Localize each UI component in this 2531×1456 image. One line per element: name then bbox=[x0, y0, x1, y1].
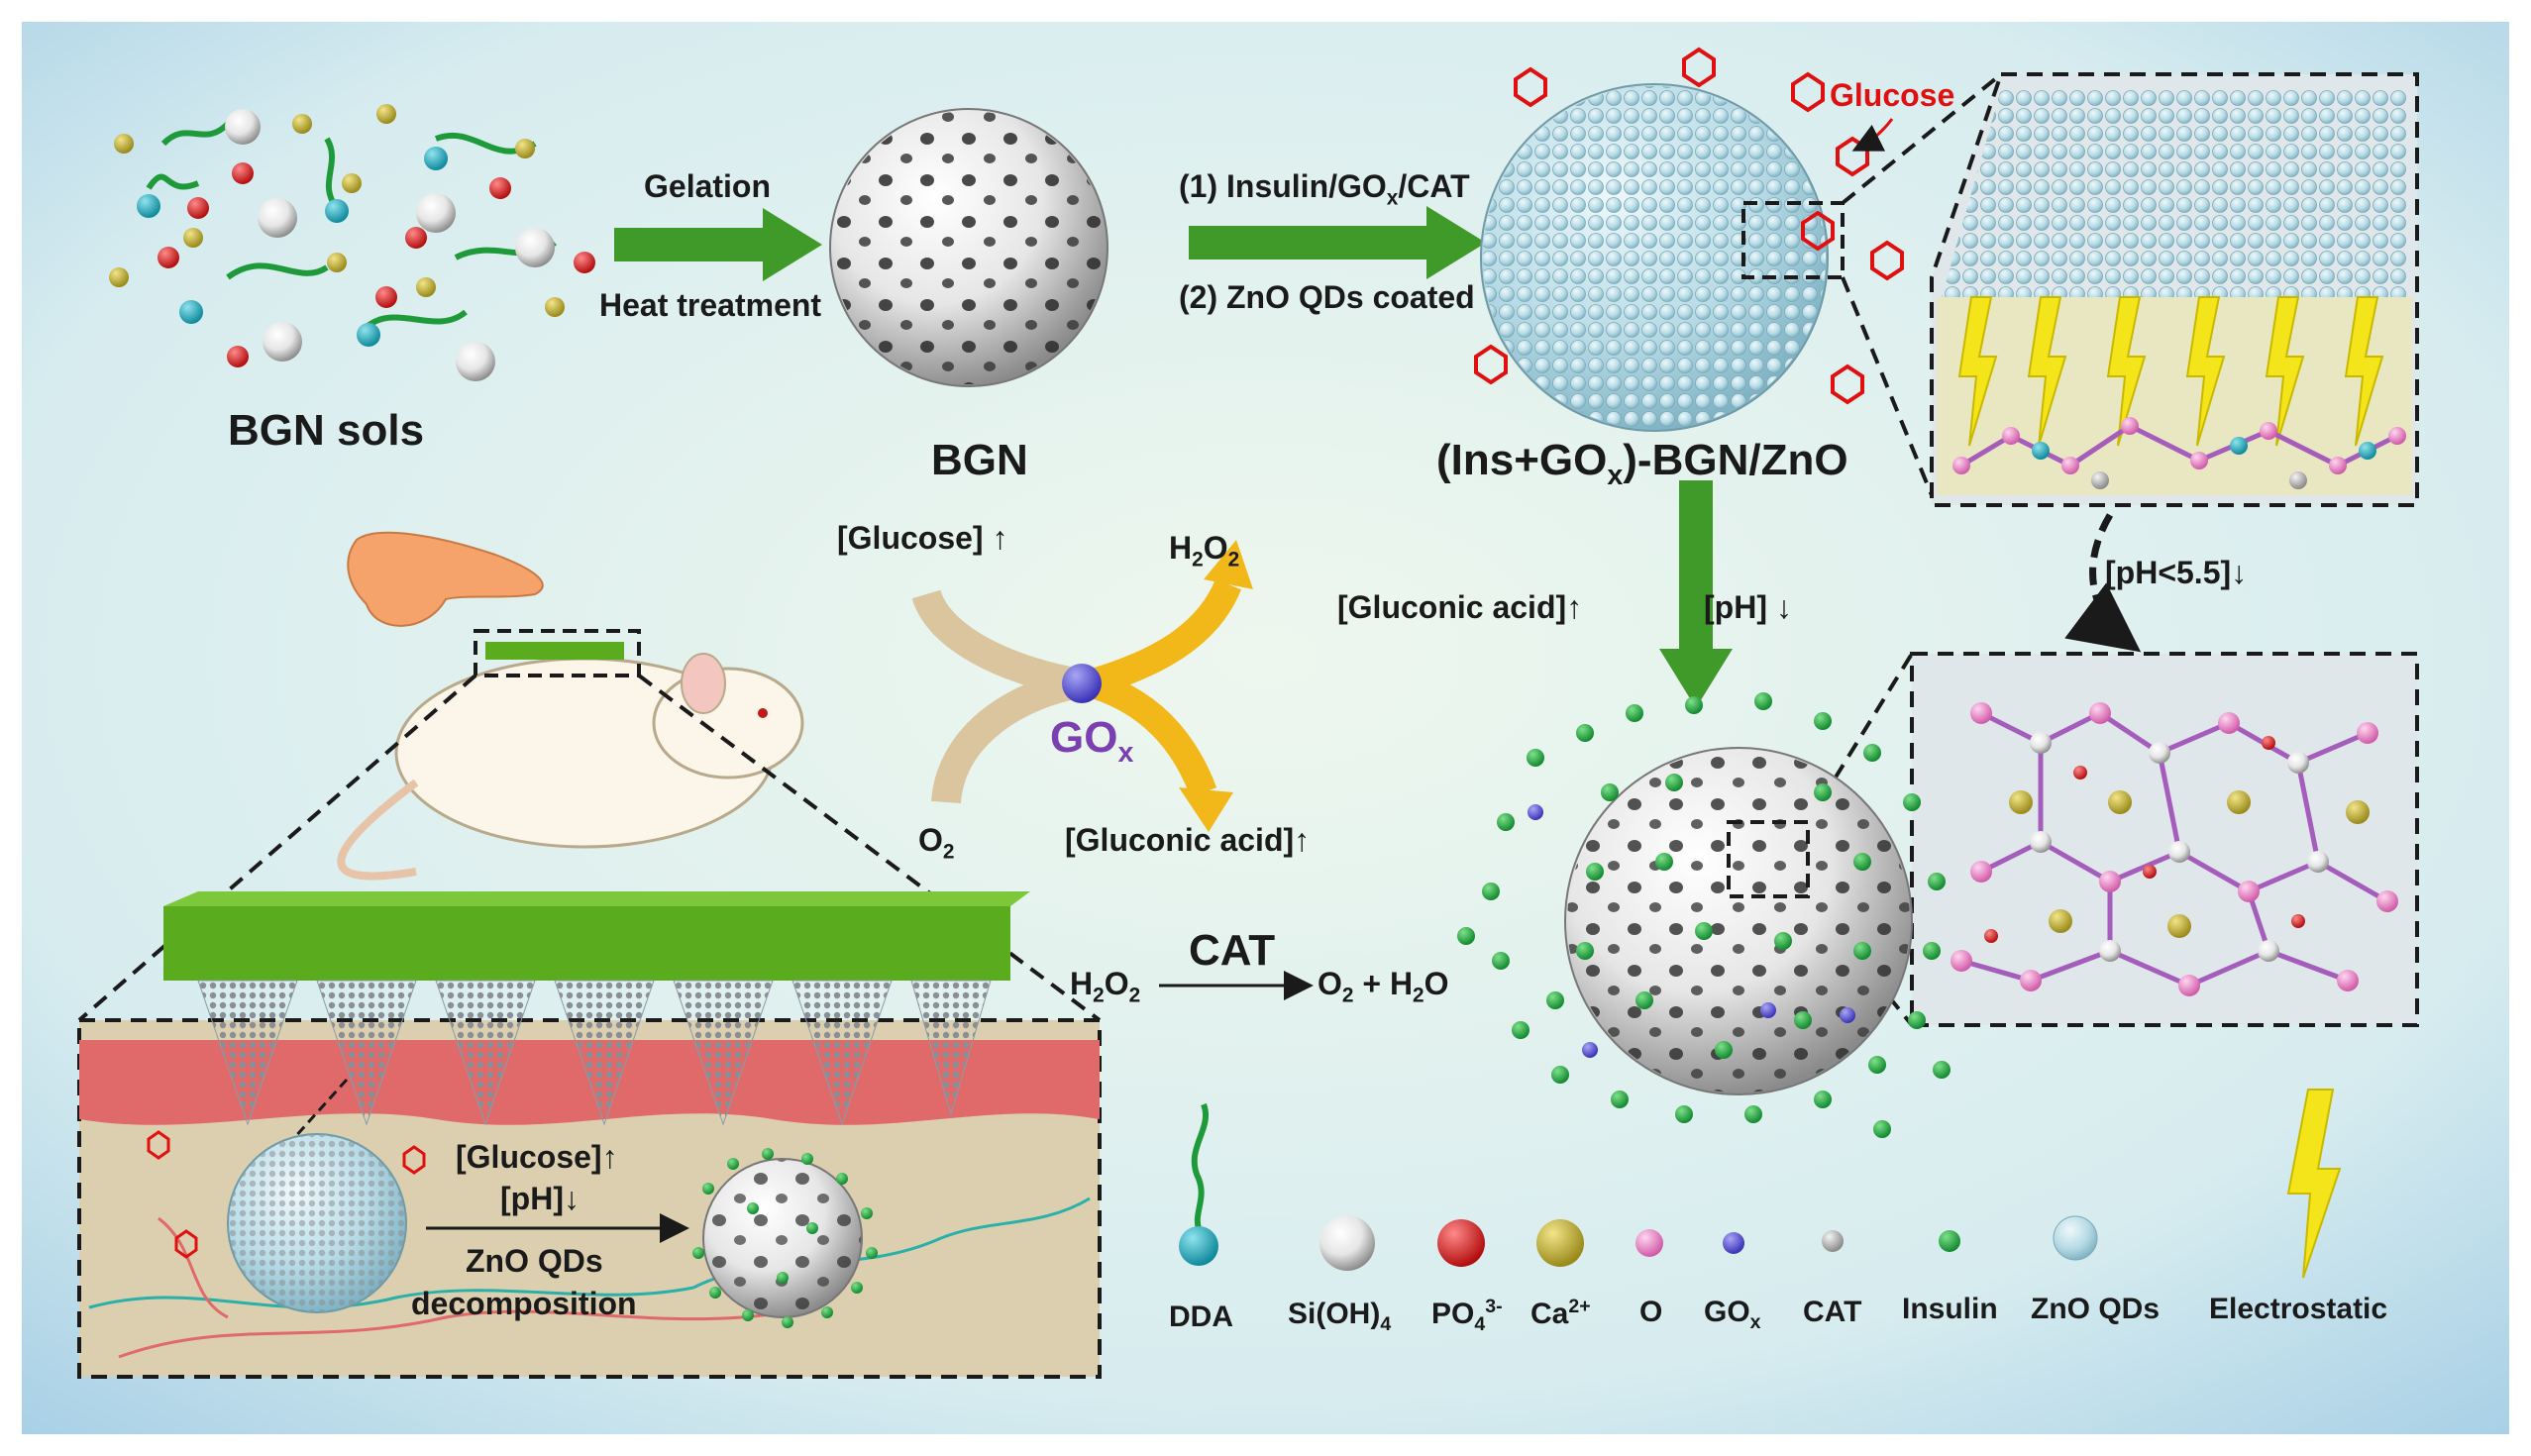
microneedle-inset bbox=[77, 891, 1102, 1379]
legend-zno-label: ZnO QDs bbox=[2031, 1293, 2161, 1325]
zoom-lines-top bbox=[1841, 72, 2003, 496]
legend-sioh4-label: Si(OH)4 bbox=[1288, 1298, 1392, 1335]
hand-icon bbox=[347, 531, 544, 627]
inset-ph-label: [pH]↓ bbox=[500, 1181, 580, 1216]
legend-cat-label: CAT bbox=[1803, 1296, 1862, 1328]
step2-label: (2) ZnO QDs coated bbox=[1179, 279, 1475, 315]
glucose-up-label: [Glucose] ↑ bbox=[837, 520, 1008, 556]
released-bgn-sphere bbox=[1457, 692, 1951, 1138]
gelation-arrow bbox=[614, 208, 822, 281]
zno-interface-inset bbox=[1930, 72, 2419, 507]
gluconic-mid-label: [Gluconic acid]↑ bbox=[1337, 589, 1583, 625]
legend-electrostatic-label: Electrostatic bbox=[2209, 1293, 2388, 1325]
heat-treatment-label: Heat treatment bbox=[599, 287, 822, 323]
gelation-label: Gelation bbox=[644, 168, 772, 204]
gluconic-bottom-label: [Gluconic acid]↑ bbox=[1065, 822, 1311, 858]
legend-dda-label: DDA bbox=[1169, 1300, 1233, 1333]
h2o2-eq-label: H2O2 bbox=[1070, 966, 1141, 1007]
legend-po4-label: PO43- bbox=[1431, 1296, 1503, 1335]
o2-h2o-eq-label: O2 + H2O bbox=[1318, 966, 1449, 1007]
glucose-pointer bbox=[1851, 118, 1894, 152]
step1-label: (1) Insulin/GOx/CAT bbox=[1179, 168, 1470, 210]
inset-decomposition-label: decomposition bbox=[411, 1286, 637, 1321]
gox-center-label: GOx bbox=[1050, 713, 1134, 769]
ph-mid-label: [pH] ↓ bbox=[1704, 589, 1792, 625]
bgn-sols-label: BGN sols bbox=[228, 406, 425, 455]
legend-o-label: O bbox=[1639, 1296, 1663, 1328]
bgn-network-inset bbox=[1910, 652, 2419, 1027]
inset-glucose-label: [Glucose]↑ bbox=[456, 1139, 618, 1175]
patch-zoom-lines bbox=[77, 674, 1102, 1022]
mouse-icon bbox=[337, 642, 804, 881]
glucose-label: Glucose bbox=[1830, 77, 1955, 113]
bgn-sols-particles bbox=[109, 104, 595, 381]
o2-left-label: O2 bbox=[918, 822, 955, 864]
loading-arrow bbox=[1189, 206, 1486, 279]
bgn-label: BGN bbox=[931, 436, 1028, 484]
legend-ca-label: Ca2+ bbox=[1530, 1296, 1591, 1330]
product-label: (Ins+GOx)-BGN/ZnO bbox=[1436, 436, 1848, 491]
h2o2-top-label: H2O2 bbox=[1169, 530, 1240, 572]
ph-curved-arrow bbox=[2064, 513, 2142, 653]
legend-insulin-label: Insulin bbox=[1902, 1293, 1998, 1325]
glucose-hexagon-icons bbox=[1474, 47, 1904, 405]
cat-label: CAT bbox=[1189, 926, 1276, 975]
ph-threshold-label: [pH<5.5]↓ bbox=[2105, 555, 2248, 590]
patch-zoom-box bbox=[474, 629, 641, 677]
legend-icons bbox=[1179, 1089, 2342, 1279]
bgn-sphere bbox=[829, 108, 1108, 387]
zno-coated-sphere bbox=[1480, 83, 1845, 432]
gox-reaction bbox=[911, 540, 1253, 832]
inset-zno-label: ZnO QDs bbox=[466, 1243, 603, 1279]
legend-gox-label: GOx bbox=[1704, 1296, 1761, 1333]
release-arrow bbox=[1659, 480, 1733, 708]
